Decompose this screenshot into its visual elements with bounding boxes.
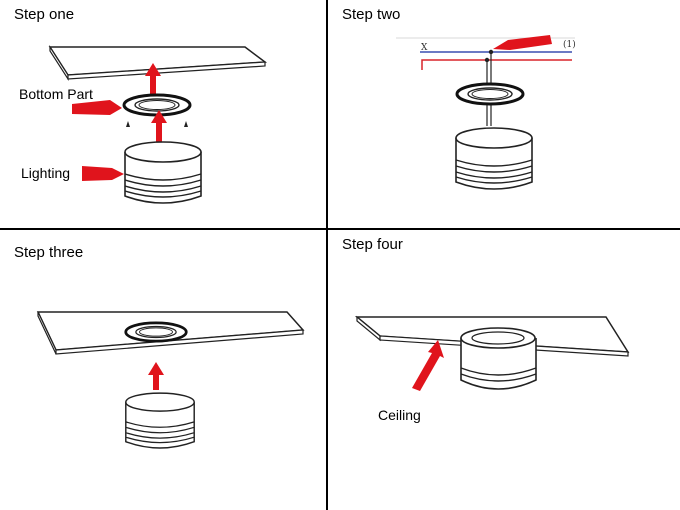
step-four-panel: Step four Ceiling [342, 236, 630, 423]
pointer-arrow-icon [493, 35, 552, 50]
step-four-title: Step four [342, 236, 403, 253]
lighting-label: Lighting [21, 165, 70, 181]
screw-icon [184, 121, 188, 127]
bottom-part-ring [122, 93, 192, 117]
up-arrow-icon [148, 362, 164, 390]
pointer-arrow-icon [82, 166, 124, 181]
up-arrow-icon [151, 110, 167, 142]
installed-light-fixture [460, 327, 537, 390]
step-two-panel: Step two X (1) [342, 6, 576, 190]
step-two-title: Step two [342, 6, 400, 23]
light-fixture [455, 127, 533, 190]
up-arrow-icon [145, 63, 161, 94]
pointer-arrow-icon [72, 100, 122, 115]
light-fixture [124, 141, 202, 204]
light-fixture [125, 392, 195, 449]
wire-l [421, 59, 572, 70]
wire-x-label: X [421, 43, 428, 53]
pointer-arrow-icon [412, 340, 444, 391]
step-one-title: Step one [14, 6, 74, 23]
mounted-ring [124, 321, 188, 343]
ceiling-label: Ceiling [378, 407, 421, 423]
step-one-panel: Step one Bottom Part Lighting [14, 6, 268, 204]
step-three-title: Step three [14, 244, 83, 261]
callout-number: (1) [563, 39, 576, 50]
bottom-part-label: Bottom Part [19, 86, 93, 102]
screw-icon [126, 121, 130, 127]
bottom-part-ring [455, 82, 525, 106]
step-three-panel: Step three [14, 244, 305, 449]
